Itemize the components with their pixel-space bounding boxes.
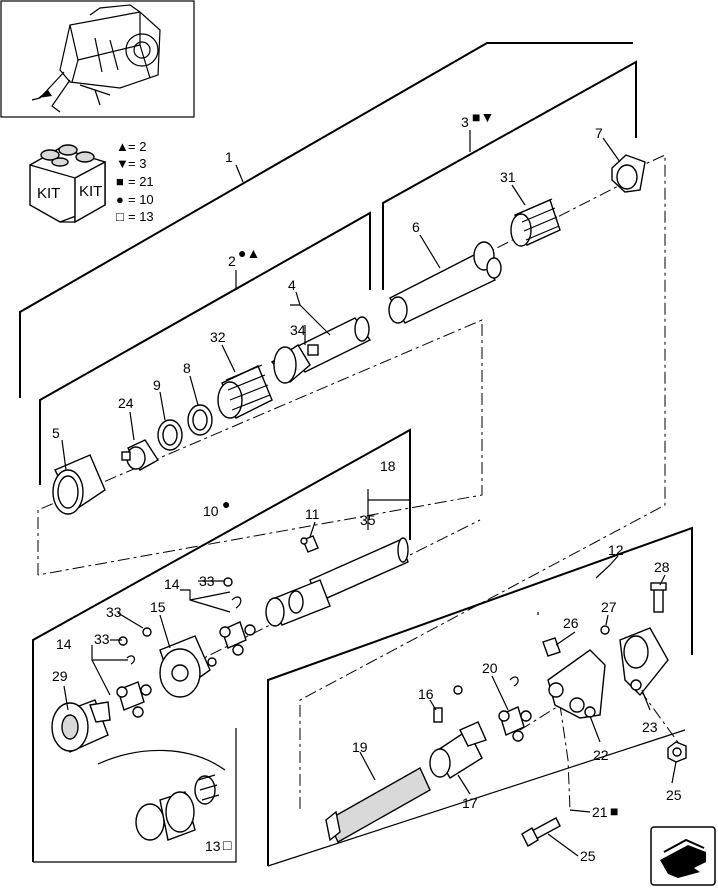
callout-33-mid: 33 <box>106 604 122 620</box>
callout-10: 10 <box>203 503 219 519</box>
part-25-nut <box>667 741 687 763</box>
callout-17: 17 <box>462 795 478 811</box>
part-24-bearing <box>121 439 159 471</box>
part-9-washer <box>157 419 183 451</box>
callout-18: 18 <box>380 458 396 474</box>
callout-20: 20 <box>482 660 498 676</box>
callout-8: 8 <box>183 360 191 376</box>
part-27-small-circle <box>600 625 610 635</box>
callout-31: 31 <box>500 169 516 185</box>
part-11-grease-fitting <box>300 535 319 553</box>
leader-lines <box>61 130 677 857</box>
legend-value-13: = 13 <box>128 209 154 224</box>
callout-34: 34 <box>290 322 306 338</box>
part-26-grease-fitting <box>542 637 561 657</box>
callout-14-lower: 14 <box>56 636 72 652</box>
callout-19: 19 <box>352 739 368 755</box>
callout-25-bolt: 25 <box>580 848 596 864</box>
callout-23: 23 <box>642 719 658 735</box>
callout-5: 5 <box>52 425 60 441</box>
part-33-grease-fitting-top <box>223 577 233 587</box>
part-23-housing <box>619 627 669 697</box>
part-19-shaft <box>325 767 431 843</box>
next-page-arrow-icon[interactable] <box>650 826 716 886</box>
callout-4: 4 <box>288 277 296 293</box>
part-5-shield-cone <box>52 454 106 515</box>
kit-box-icon: KIT KIT <box>29 144 106 224</box>
part-33-grease-fitting-mid <box>142 627 152 637</box>
legend-value-2: = 2 <box>128 139 146 154</box>
legend-value-10: = 10 <box>128 192 154 207</box>
callout-10-symbol: ● <box>222 496 230 512</box>
callout-35: 35 <box>360 512 376 528</box>
callout-21-symbol: ■ <box>610 803 618 819</box>
callout-1: 1 <box>225 149 233 165</box>
part-6-outer-tube <box>388 241 502 324</box>
part-32-spring <box>217 364 273 419</box>
callout-16: 16 <box>418 686 434 702</box>
part-cross-lower <box>116 681 152 718</box>
callout-2: 2 <box>228 253 236 269</box>
legend-symbol-open-square: □ <box>116 209 124 224</box>
callout-15: 15 <box>150 599 166 615</box>
part-7-locking-ring <box>611 154 646 193</box>
callout-25-nut: 25 <box>666 787 682 803</box>
part-18-yoke-tube <box>265 579 331 627</box>
part-16-pin <box>433 685 463 723</box>
part-31-spring <box>510 198 561 247</box>
callout-9: 9 <box>153 377 161 393</box>
callout-21: 21 <box>592 804 608 820</box>
part-28-bolt <box>650 582 667 613</box>
part-17-yoke <box>429 721 487 779</box>
group-brackets <box>19 42 693 867</box>
callout-11: 11 <box>305 506 320 522</box>
machine-thumbnail <box>0 0 195 118</box>
callout-14-upper: 14 <box>164 576 180 592</box>
part-29-clutch-yoke <box>51 699 111 753</box>
kit-legend: ▲ = 2 ▼ = 3 ■ = 21 ● = 10 □ = 13 <box>116 139 154 224</box>
callout-28: 28 <box>654 559 670 575</box>
part-8-washer <box>187 404 213 436</box>
callout-26: 26 <box>563 615 579 631</box>
part-14-clip-mid <box>118 636 135 665</box>
part-cross-upper <box>219 621 256 656</box>
callout-3: 3 <box>461 114 469 130</box>
legend-symbol-triangle-down: ▼ <box>116 156 129 171</box>
part-25-bolt <box>521 817 561 847</box>
callout-7: 7 <box>595 125 603 141</box>
callout-32: 32 <box>210 329 226 345</box>
part-4-inner-tube <box>270 316 372 384</box>
part-22-bracket <box>547 649 606 719</box>
kit-label-left: KIT <box>37 185 60 202</box>
callout-labels: 1 3 ■▼ 2 ●▲ 7 31 6 4 34 32 8 9 24 5 18 3… <box>52 109 682 864</box>
callout-6: 6 <box>412 219 420 235</box>
callout-2-symbols: ●▲ <box>238 245 260 261</box>
kit-label-right: KIT <box>79 183 102 200</box>
callout-27: 27 <box>601 599 617 615</box>
callout-13: 13 <box>205 838 221 854</box>
callout-33-upper: 33 <box>199 573 215 589</box>
callout-24: 24 <box>118 395 134 411</box>
callout-3-symbols: ■▼ <box>472 109 494 125</box>
callout-29: 29 <box>52 668 68 684</box>
legend-symbol-square: ■ <box>116 174 124 189</box>
part-14-clip-top <box>231 596 242 609</box>
legend-value-21: = 21 <box>128 174 154 189</box>
callout-22: 22 <box>593 747 609 763</box>
callout-13-symbol: □ <box>223 837 232 853</box>
part-20-clip <box>509 676 519 687</box>
callout-12: 12 <box>608 542 624 558</box>
part-cross-right <box>498 706 532 742</box>
part-13-detail-view <box>97 749 226 841</box>
legend-symbol-triangle-up: ▲ <box>116 139 129 154</box>
legend-symbol-circle: ● <box>116 192 124 207</box>
legend-value-3: = 3 <box>128 156 146 171</box>
part-15-yoke <box>159 635 217 698</box>
callout-33-lower: 33 <box>94 631 110 647</box>
